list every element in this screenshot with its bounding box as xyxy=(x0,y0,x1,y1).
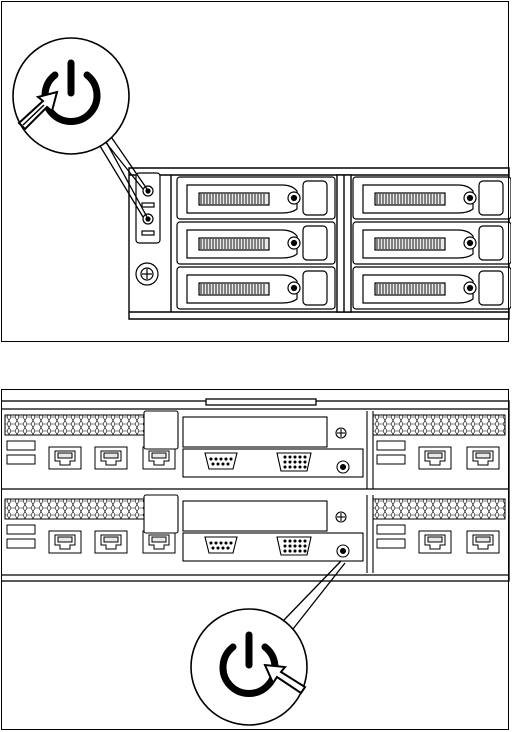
ethernet-port xyxy=(419,531,451,553)
drive-bay xyxy=(353,222,511,264)
usb-port xyxy=(7,525,35,534)
drive-bay-grip xyxy=(375,238,445,250)
ethernet-port xyxy=(419,447,451,469)
vent-grille xyxy=(373,499,505,519)
usb-port xyxy=(7,455,35,464)
front-view-panel xyxy=(1,1,511,344)
rear-view-illustration xyxy=(1,389,511,731)
ethernet-port xyxy=(49,531,81,553)
drive-bay xyxy=(177,177,335,219)
rear-power-callout xyxy=(191,609,307,725)
drive-bay-grip xyxy=(375,283,445,295)
front-power-callout xyxy=(13,38,129,154)
ethernet-port xyxy=(95,531,127,553)
drive-bay xyxy=(353,177,511,219)
usb-port xyxy=(377,539,405,548)
serial-port xyxy=(205,537,237,553)
ethernet-port xyxy=(467,447,499,469)
usb-port xyxy=(377,455,405,464)
usb-port xyxy=(7,441,35,450)
ethernet-port xyxy=(95,447,127,469)
ethernet-port xyxy=(49,447,81,469)
usb-port xyxy=(377,525,405,534)
drive-bay-grip xyxy=(375,193,445,205)
ethernet-port xyxy=(467,531,499,553)
usb-port xyxy=(377,441,405,450)
ethernet-port xyxy=(143,531,175,553)
drive-bay xyxy=(177,222,335,264)
drive-bay-grip xyxy=(199,238,269,250)
drive-bay-grip xyxy=(199,283,269,295)
drive-bay xyxy=(177,267,335,309)
serial-port xyxy=(205,453,237,469)
vent-grille xyxy=(373,415,505,435)
front-view-illustration xyxy=(1,1,511,344)
ethernet-port xyxy=(143,447,175,469)
front-control-strip xyxy=(136,173,160,285)
rear-view-panel xyxy=(1,389,511,731)
usb-port xyxy=(7,539,35,548)
drive-bay xyxy=(353,267,511,309)
drive-bay-grip xyxy=(199,193,269,205)
